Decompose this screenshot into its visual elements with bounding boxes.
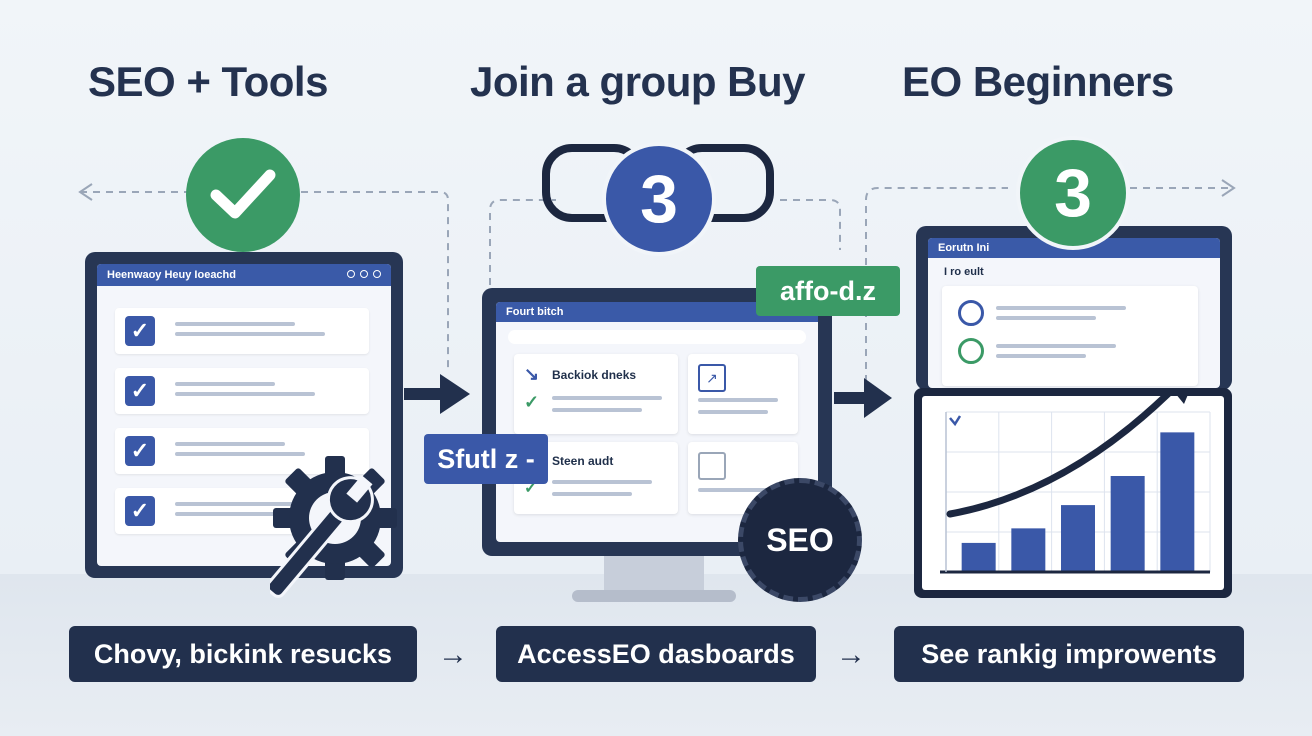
chart-bar xyxy=(1011,528,1046,572)
title-beginners: EO Beginners xyxy=(902,58,1174,105)
step-1-pill: Chovy, bickink resucks xyxy=(69,626,417,682)
right-results-card[interactable] xyxy=(942,286,1198,386)
checklist-item-1[interactable]: ✓ xyxy=(115,308,369,354)
number-badge-middle: 3 xyxy=(602,142,716,256)
approved-icon xyxy=(958,338,984,364)
trend-arrow-line xyxy=(946,396,1171,518)
right-screen-header: Eorutn Ini xyxy=(938,242,990,254)
left-screen-header: Heenwaoy Heuy Ioeachd xyxy=(107,269,236,281)
right-screen-subheader: I ro eult xyxy=(944,266,984,278)
step-3-pill: See rankig improwents xyxy=(894,626,1244,682)
checkbox-checked-icon[interactable]: ✓ xyxy=(125,496,155,526)
checkbox-checked-icon[interactable]: ✓ xyxy=(125,376,155,406)
site-audit-label: Steen audt xyxy=(552,454,614,468)
chart-bar xyxy=(1061,505,1095,572)
check-icon: ✓ xyxy=(524,480,538,497)
checklist-item-2[interactable]: ✓ xyxy=(115,368,369,414)
chart-bar xyxy=(961,542,996,572)
monitor-stand xyxy=(604,556,704,592)
checkbox-checked-icon[interactable]: ✓ xyxy=(125,316,155,346)
chart-check-icon xyxy=(949,415,962,427)
empty-checkbox-icon[interactable] xyxy=(698,452,726,480)
middle-screen-header: Fourt bitch xyxy=(506,306,564,318)
chart-bar xyxy=(1110,476,1145,572)
gear-wrench-icon xyxy=(270,456,397,598)
green-tag: affo-d.z xyxy=(756,266,900,316)
check-badge-icon xyxy=(186,138,300,252)
right-screen: Eorutn Ini I ro eult xyxy=(928,238,1220,388)
title-seo-tools: SEO + Tools xyxy=(88,58,328,105)
trend-arrow-head-icon xyxy=(1177,396,1188,404)
backlinks-card[interactable]: Backiok dneks ↘ ✓ xyxy=(514,354,678,434)
seo-seal-badge: SEO xyxy=(738,478,862,602)
link-icon: ↘ xyxy=(524,364,540,384)
chart-frame xyxy=(914,388,1232,598)
number-badge-right: 3 xyxy=(1016,136,1130,250)
step-arrow-2: → xyxy=(836,638,866,671)
chart-background xyxy=(922,396,1224,590)
chart-bar xyxy=(1160,432,1195,572)
window-controls xyxy=(347,270,381,278)
title-group-buy: Join a group Buy xyxy=(470,58,806,105)
middle-screen-titlebar: Fourt bitch xyxy=(496,302,818,322)
step-arrow-1: → xyxy=(438,638,468,671)
right-monitor: Eorutn Ini I ro eult xyxy=(916,226,1232,390)
left-screen-titlebar: Heenwaoy Heuy Ioeachd xyxy=(97,264,391,286)
backlinks-label: Backiok dneks xyxy=(552,368,637,382)
flow-arrow-1 xyxy=(404,374,470,414)
checkbox-checked-icon[interactable]: ✓ xyxy=(125,436,155,466)
ranking-chart xyxy=(922,396,1224,590)
blue-tag: Sfutl z - xyxy=(424,434,548,484)
trend-chart-icon: ↗ xyxy=(698,364,726,392)
blocked-icon xyxy=(958,300,984,326)
chart-card[interactable]: ↗ xyxy=(688,354,798,434)
step-2-pill: AccessEO dasboards xyxy=(496,626,816,682)
monitor-base xyxy=(572,590,736,602)
check-icon: ✓ xyxy=(524,392,540,412)
flow-arrow-2 xyxy=(834,378,892,418)
address-bar[interactable] xyxy=(508,330,806,344)
